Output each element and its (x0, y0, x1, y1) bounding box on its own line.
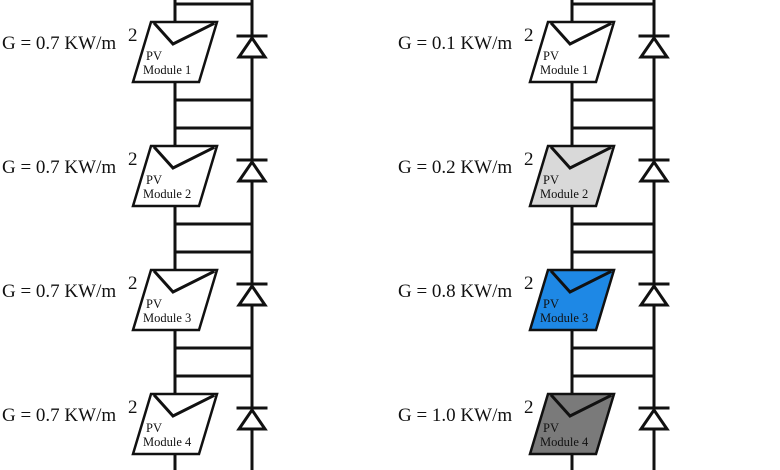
bypass-diode (236, 407, 268, 431)
pv-panel (131, 392, 219, 456)
irradiance-label: G = 1.0 KW/m (398, 405, 512, 426)
irradiance-exponent: 2 (524, 273, 534, 294)
module-label-name: Module 4 (143, 435, 192, 449)
pv-panel (528, 268, 616, 332)
bypass-diode (638, 35, 670, 59)
irradiance-exponent: 2 (128, 149, 138, 170)
module-label-pv: PV (146, 421, 162, 435)
sun-icon (549, 269, 613, 294)
module-label-name: Module 1 (540, 63, 588, 77)
module-label-pv: PV (543, 49, 559, 63)
module-label-name: Module 3 (143, 311, 191, 325)
irradiance-exponent: 2 (524, 25, 534, 46)
irradiance-label: G = 0.2 KW/m (398, 157, 512, 178)
sun-icon (152, 21, 216, 46)
pv-panel (528, 392, 616, 456)
bypass-diode (236, 283, 268, 307)
pv-panel (528, 144, 616, 208)
module-label-pv: PV (146, 173, 162, 187)
irradiance-exponent: 2 (524, 149, 534, 170)
bypass-diode (236, 159, 268, 183)
sun-icon (549, 393, 613, 418)
module-label-pv: PV (543, 297, 559, 311)
sun-icon (549, 21, 613, 46)
sun-icon (152, 393, 216, 418)
irradiance-exponent: 2 (128, 25, 138, 46)
irradiance-label: G = 0.7 KW/m (2, 33, 116, 54)
module-label-name: Module 3 (540, 311, 588, 325)
module-label-pv: PV (543, 173, 559, 187)
pv-panel (131, 268, 219, 332)
sun-icon (152, 145, 216, 170)
sun-icon (549, 145, 613, 170)
sun-icon (152, 269, 216, 294)
module-label-name: Module 4 (540, 435, 589, 449)
irradiance-label: G = 0.8 KW/m (398, 281, 512, 302)
pv-panel (528, 20, 616, 84)
irradiance-label: G = 0.7 KW/m (2, 281, 116, 302)
module-label-pv: PV (146, 49, 162, 63)
module-label-name: Module 1 (143, 63, 191, 77)
module-label-name: Module 2 (540, 187, 588, 201)
irradiance-exponent: 2 (524, 397, 534, 418)
module-label-pv: PV (146, 297, 162, 311)
irradiance-label: G = 0.1 KW/m (398, 33, 512, 54)
irradiance-label: G = 0.7 KW/m (2, 157, 116, 178)
pv-panel (131, 144, 219, 208)
bypass-diode (638, 283, 670, 307)
pv-panel (131, 20, 219, 84)
irradiance-exponent: 2 (128, 273, 138, 294)
bypass-diode (638, 159, 670, 183)
irradiance-label: G = 0.7 KW/m (2, 405, 116, 426)
irradiance-exponent: 2 (128, 397, 138, 418)
bypass-diode (236, 35, 268, 59)
bypass-diode (638, 407, 670, 431)
module-label-name: Module 2 (143, 187, 191, 201)
module-label-pv: PV (543, 421, 559, 435)
